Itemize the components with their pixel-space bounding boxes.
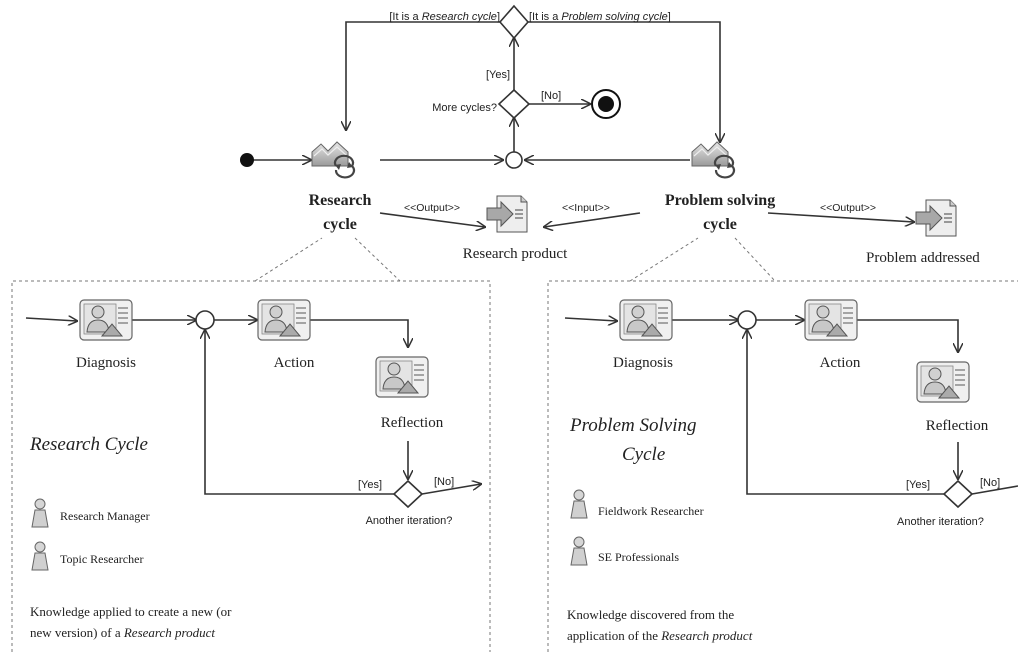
initial-node [240, 153, 254, 167]
guard-problem: [It is a Problem solving cycle] [529, 11, 671, 23]
right-action-icon [804, 299, 858, 341]
role-research-manager: Research Manager [60, 509, 150, 523]
guard-research: [It is a Research cycle] [389, 11, 500, 23]
research-product-label: Research product [463, 246, 568, 262]
left-iteration-decision [392, 479, 424, 509]
right-merge-node [737, 310, 757, 330]
right-reflection-icon [916, 361, 970, 403]
right-reflection-label: Reflection [926, 418, 989, 434]
yes-label: [Yes] [486, 69, 510, 81]
right-panel-title-2: Cycle [622, 444, 665, 465]
left-panel-title: Research Cycle [29, 434, 148, 455]
right-diagnosis-label: Diagnosis [613, 355, 673, 371]
right-iteration-decision [942, 479, 974, 509]
left-another-iteration-label: Another iteration? [366, 515, 453, 527]
output-stereotype-1: <<Output>> [404, 202, 460, 214]
right-note-line1: Knowledge discovered from the [567, 607, 734, 622]
left-action-label: Action [274, 355, 315, 371]
problem-cycle-label-1: Problem solving [665, 192, 775, 209]
no-label: [No] [541, 90, 561, 102]
left-no-label: [No] [434, 476, 454, 488]
right-panel-title-1: Problem Solving [569, 415, 696, 436]
research-product-icon [486, 195, 528, 233]
left-note-line2: new version) of a Research product [30, 625, 215, 640]
right-action-label: Action [820, 355, 861, 371]
research-cycle-icon [310, 140, 356, 179]
more-cycles-label: More cycles? [432, 102, 497, 114]
research-cycle-panel: Diagnosis Action Reflection Research Cyc… [11, 237, 491, 652]
research-cycle-label-2: cycle [323, 216, 357, 233]
role-topic-researcher: Topic Researcher [60, 552, 143, 566]
left-merge-node [195, 310, 215, 330]
role-fieldwork-researcher: Fieldwork Researcher [598, 504, 704, 518]
problem-cycle-label-2: cycle [703, 216, 737, 233]
flow-to-problem [528, 21, 720, 142]
left-reflection-label: Reflection [381, 415, 444, 431]
right-another-iteration-label: Another iteration? [897, 516, 984, 528]
left-reflection-icon [375, 356, 429, 398]
top-control-flow [252, 21, 914, 227]
problem-cycle-icon [690, 140, 736, 179]
actor-icon [31, 541, 49, 571]
problem-addressed-label: Problem addressed [866, 250, 980, 266]
left-note-line1: Knowledge applied to create a new (or [30, 604, 232, 619]
cycle-type-decision [498, 4, 530, 40]
input-stereotype: <<Input>> [562, 202, 610, 214]
right-yes-label: [Yes] [906, 479, 930, 491]
left-diagnosis-icon [79, 299, 133, 341]
right-diagnosis-icon [619, 299, 673, 341]
more-cycles-decision [497, 88, 531, 120]
problem-solving-cycle-panel: Diagnosis Action Reflection Problem Solv… [547, 237, 1018, 652]
left-diagnosis-label: Diagnosis [76, 355, 136, 371]
left-yes-label: [Yes] [358, 479, 382, 491]
problem-addressed-icon [915, 199, 957, 237]
flow-output1 [379, 212, 485, 227]
output-stereotype-2: <<Output>> [820, 202, 876, 214]
left-action-icon [257, 299, 311, 341]
actor-icon [570, 489, 588, 519]
flow-to-research [346, 21, 500, 130]
research-cycle-label-1: Research [309, 192, 372, 209]
flow-output2 [767, 212, 914, 222]
right-no-label: [No] [980, 477, 1000, 489]
role-se-professionals: SE Professionals [598, 550, 679, 564]
merge-node [505, 151, 523, 169]
actor-icon [31, 498, 49, 528]
right-note-line2: application of the Research product [567, 628, 753, 643]
flow-input [544, 212, 641, 227]
actor-icon [570, 536, 588, 566]
